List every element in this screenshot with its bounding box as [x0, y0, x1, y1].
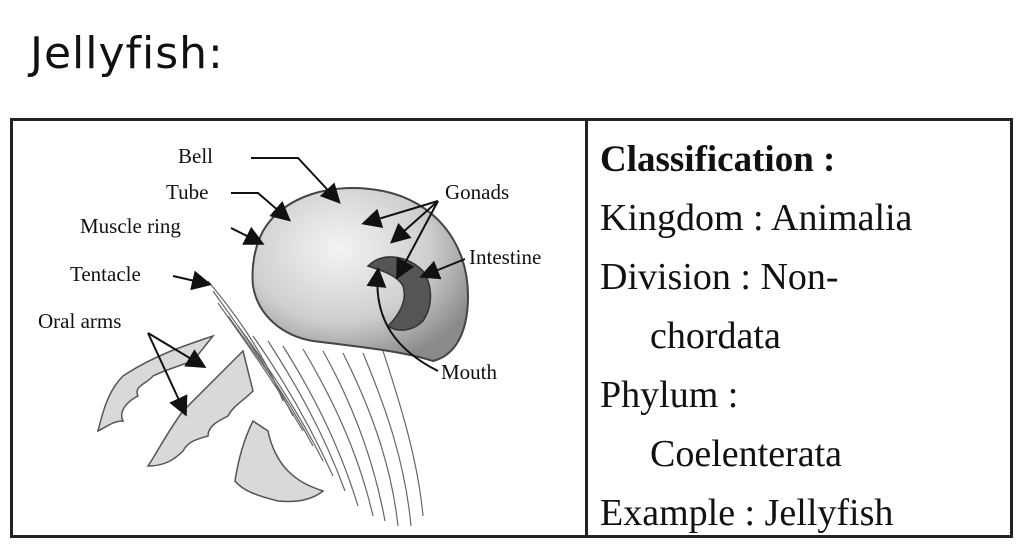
tentacle-lines — [207, 280, 424, 527]
classification-panel: Classification : Kingdom : Animalia Divi… — [600, 130, 1005, 543]
division-line-continued: chordata — [650, 315, 781, 357]
division-line: Division : Non- — [600, 256, 839, 298]
intestine-shape — [366, 256, 432, 331]
phylum-line-continued: Coelenterata — [650, 433, 843, 475]
phylum-line: Phylum : — [600, 374, 739, 416]
page-title: Jellyfish: — [30, 28, 224, 79]
jellyfish-diagram: Bell Tube Muscle ring Tentacle Oral arms… — [13, 121, 585, 535]
leader-arrows — [147, 157, 466, 417]
panel-divider — [585, 118, 588, 538]
label-oral-arms: Oral arms — [38, 309, 121, 333]
label-bell: Bell — [178, 144, 213, 168]
label-tentacle: Tentacle — [70, 262, 141, 286]
label-muscle-ring: Muscle ring — [80, 214, 181, 238]
kingdom-line: Kingdom : Animalia — [600, 197, 913, 239]
label-intestine: Intestine — [469, 245, 541, 269]
label-mouth: Mouth — [441, 360, 498, 384]
bell-shape — [251, 187, 470, 363]
classification-heading: Classification : — [600, 139, 836, 180]
oral-arm-shapes — [96, 334, 325, 503]
content-frame — [10, 118, 1013, 538]
label-tube: Tube — [166, 180, 208, 204]
label-gonads: Gonads — [445, 180, 509, 204]
example-line: Example : Jellyfish — [600, 492, 894, 534]
